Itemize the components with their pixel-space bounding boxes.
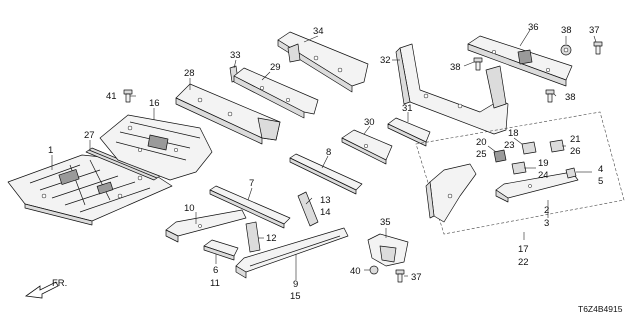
- part-39-nut: [560, 44, 572, 56]
- callout-35: 35: [380, 217, 391, 228]
- callout-17: 17: [518, 244, 529, 255]
- callout-1: 1: [48, 145, 53, 156]
- part-9-15-side-sill: [235, 227, 349, 279]
- direction-label: FR.: [52, 278, 67, 289]
- part-6-11-bracket: [203, 239, 239, 261]
- callout-16: 16: [149, 98, 160, 109]
- callout-12: 12: [266, 233, 277, 244]
- part-box-assembly: [425, 139, 579, 223]
- callout-27: 27: [84, 130, 95, 141]
- part-13-14-plate: [297, 191, 319, 227]
- callout-41: 41: [106, 91, 117, 102]
- callout-38b: 38: [450, 62, 461, 73]
- callout-9: 9: [293, 279, 298, 290]
- part-32-rear-frame: [395, 43, 509, 135]
- callout-39: 38: [561, 25, 572, 36]
- callout-20: 20: [476, 137, 487, 148]
- callout-8: 8: [326, 147, 331, 158]
- part-29-rail: [233, 67, 319, 119]
- part-40-nut: [369, 265, 379, 275]
- callout-7: 7: [249, 178, 254, 189]
- part-34-upper-crossmember: [277, 31, 369, 93]
- callout-36: 36: [528, 22, 539, 33]
- callout-25: 25: [476, 149, 487, 160]
- callout-2: 2: [544, 205, 549, 216]
- part-35-bracket: [367, 233, 409, 267]
- callout-labels: 1 27 16 41 28 33 29 34 32 36 38 37 38 38…: [48, 22, 603, 302]
- callout-5: 5: [598, 176, 603, 187]
- callout-26: 26: [570, 146, 581, 157]
- callout-38a: 37: [589, 25, 600, 36]
- callout-10: 10: [184, 203, 195, 214]
- callout-21: 21: [570, 134, 581, 145]
- part-36-top-beam: [467, 35, 573, 87]
- callout-18: 18: [508, 128, 519, 139]
- callout-14: 14: [320, 207, 331, 218]
- callout-40: 40: [350, 266, 361, 277]
- callout-28: 28: [184, 68, 195, 79]
- part-10-member: [165, 209, 247, 243]
- callout-29: 29: [270, 62, 281, 73]
- front-direction-arrow: FR.: [24, 278, 67, 299]
- callout-22: 22: [518, 257, 529, 268]
- part-30-bracket: [341, 129, 393, 165]
- callout-24: 24: [538, 170, 549, 181]
- callout-4: 4: [598, 164, 603, 175]
- callout-13: 13: [320, 195, 331, 206]
- part-31-bracket: [387, 117, 431, 147]
- part-37-bolt: [395, 269, 405, 283]
- diagram-code: T6Z4B4915: [578, 304, 623, 314]
- part-7-member: [209, 185, 291, 229]
- callout-6: 6: [213, 265, 218, 276]
- leader-lines: [51, 29, 597, 280]
- callout-30: 30: [364, 117, 375, 128]
- part-16-rear-floor: [99, 114, 213, 181]
- callout-31: 31: [402, 103, 413, 114]
- part-12-bracket: [245, 221, 261, 253]
- callout-3: 3: [544, 218, 549, 229]
- callout-32: 32: [380, 55, 391, 66]
- part-41-bolt: [123, 89, 133, 103]
- callout-38c: 38: [565, 92, 576, 103]
- callout-37: 37: [411, 272, 422, 283]
- part-8-member: [289, 153, 363, 195]
- callout-19: 19: [538, 158, 549, 169]
- part-38-bolts: [473, 41, 603, 103]
- callout-15: 15: [290, 291, 301, 302]
- callout-33: 33: [230, 50, 241, 61]
- callout-11: 11: [210, 278, 220, 289]
- part-28-cross-frame: [175, 83, 281, 145]
- callout-23: 23: [504, 140, 515, 151]
- part-1-front-floor: [7, 154, 173, 226]
- callout-34: 34: [313, 26, 324, 37]
